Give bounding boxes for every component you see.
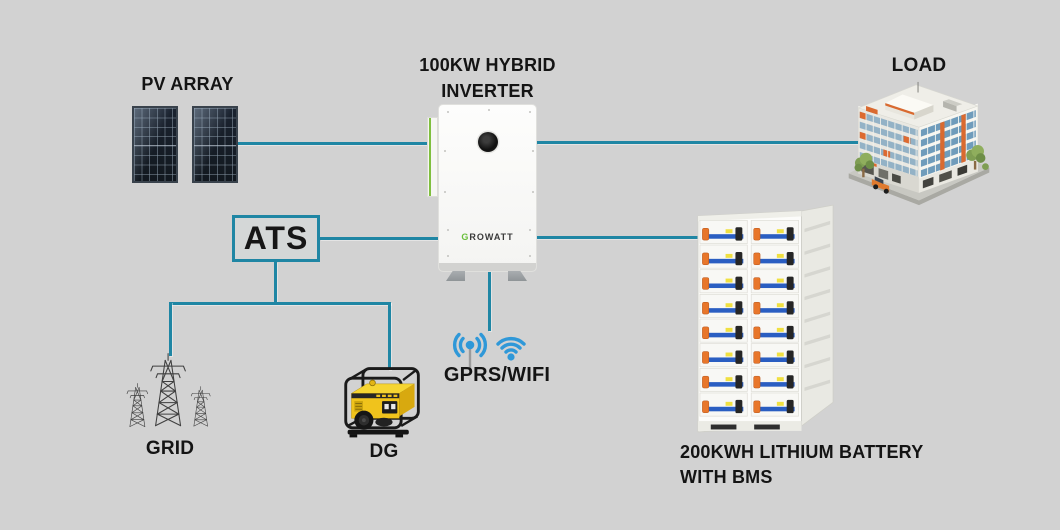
line-pv-to-inverter <box>237 142 437 145</box>
line-inverter-to-gprs <box>488 271 491 331</box>
inverter-mount-rail <box>427 117 438 197</box>
load-label: LOAD <box>891 55 947 76</box>
ats-box: ATS <box>232 215 320 262</box>
inverter-title-line2: INVERTER <box>441 81 534 101</box>
dg-label: DG <box>369 441 399 462</box>
inverter-display <box>478 132 498 152</box>
ats-label: ATS <box>243 220 309 256</box>
battery-rack-icon <box>697 204 834 433</box>
line-dg-drop <box>388 302 391 370</box>
building-icon <box>848 81 990 206</box>
wifi-icon <box>496 336 526 354</box>
battery-label-line2: WITH BMS <box>680 467 773 487</box>
pv-array-label: PV ARRAY <box>141 74 234 94</box>
hybrid-inverter-icon: GROWATT <box>438 104 537 272</box>
line-branch-horizontal <box>169 302 391 305</box>
diesel-generator-icon <box>344 367 420 438</box>
grid-label: GRID <box>145 438 195 459</box>
inverter-title: 100KW HYBRID INVERTER <box>395 52 580 104</box>
solar-panel-icon <box>192 106 238 183</box>
battery-label-line1: 200KWH LITHIUM BATTERY <box>680 442 924 462</box>
line-ats-to-inverter <box>320 237 438 240</box>
battery-label: 200KWH LITHIUM BATTERY WITH BMS <box>680 440 923 490</box>
inverter-bottom-strip <box>439 263 536 271</box>
gprs-antenna-icon <box>452 332 488 358</box>
transmission-tower-icon <box>126 353 211 427</box>
inverter-brand: GROWATT <box>461 232 514 242</box>
line-ats-down <box>274 262 277 304</box>
inverter-title-line1: 100KW HYBRID <box>419 55 556 75</box>
inverter-foot <box>508 271 527 281</box>
gprs-wifi-icons <box>452 332 526 370</box>
line-inverter-to-load <box>537 141 862 144</box>
solar-panel-icon <box>132 106 178 183</box>
line-inverter-to-battery <box>536 236 702 239</box>
line-grid-drop <box>169 302 172 356</box>
inverter-foot <box>446 271 465 281</box>
gprs-wifi-label: GPRS/WIFI <box>443 364 551 386</box>
